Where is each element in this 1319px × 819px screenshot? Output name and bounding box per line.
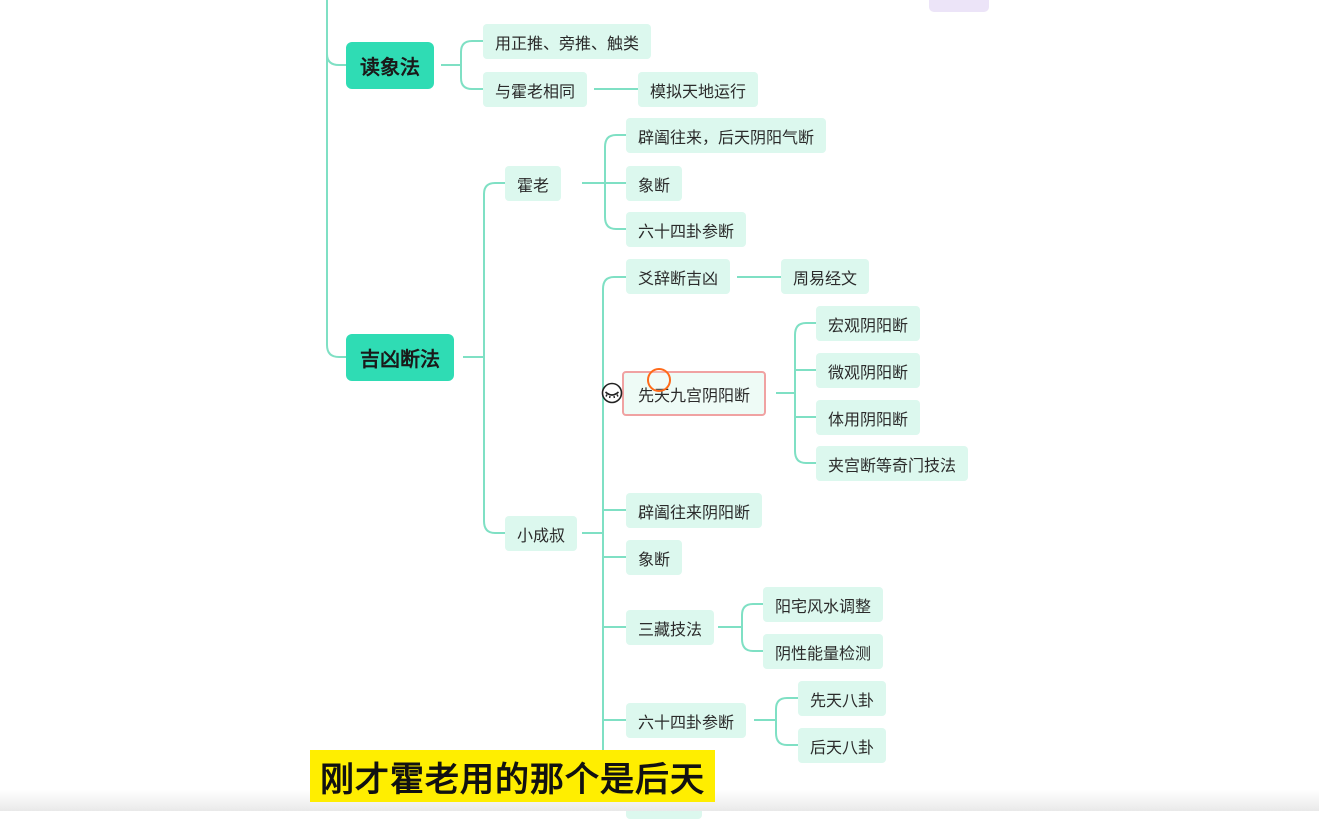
node-label: 后天八卦	[810, 737, 875, 757]
node-label: 三藏技法	[638, 619, 703, 639]
node-yinxing[interactable]: 阴性能量检测	[763, 634, 884, 669]
node-label: 爻辞断吉凶	[638, 268, 719, 288]
node-jixiong[interactable]: 吉凶断法	[346, 334, 454, 381]
top-tag[interactable]	[929, 0, 989, 12]
node-sancang[interactable]: 三藏技法	[626, 610, 715, 645]
node-hongguan[interactable]: 宏观阴阳断	[816, 306, 921, 341]
node-label: 小成叔	[517, 525, 566, 545]
node-jiagong[interactable]: 夹宫断等奇门技法	[816, 446, 969, 481]
node-label: 体用阴阳断	[828, 409, 909, 429]
node-label: 读象法	[360, 55, 420, 79]
node-huolao[interactable]: 霍老	[505, 166, 562, 201]
node-xiantianbagua[interactable]: 先天八卦	[798, 681, 887, 716]
node-houtianbagua[interactable]: 后天八卦	[798, 728, 887, 763]
node-pihe-yinyang[interactable]: 辟阖往来阴阳断	[626, 493, 763, 528]
node-label: 六十四卦参断	[638, 221, 735, 241]
node-label: 霍老	[517, 175, 550, 195]
node-yangzhai[interactable]: 阳宅风水调整	[763, 587, 884, 622]
node-label: 象断	[638, 549, 671, 569]
node-label: 宏观阴阳断	[828, 315, 909, 335]
node-label: 与霍老相同	[495, 81, 576, 101]
node-label: 六十四卦参断	[638, 712, 735, 732]
node-label: 微观阴阳断	[828, 362, 909, 382]
node-label: 用正推、旁推、触类	[495, 33, 640, 53]
node-label: 象断	[638, 175, 671, 195]
node-label: 周易经文	[793, 268, 858, 288]
node-weiguan[interactable]: 微观阴阳断	[816, 353, 921, 388]
node-tiyong[interactable]: 体用阴阳断	[816, 400, 921, 435]
node-xiangduan-2[interactable]: 象断	[626, 540, 683, 575]
node-liushisi-1[interactable]: 六十四卦参断	[626, 212, 747, 247]
node-label: 阳宅风水调整	[775, 596, 872, 616]
node-label: 吉凶断法	[360, 347, 440, 371]
node-label: 模拟天地运行	[650, 81, 747, 101]
node-xiangduan-1[interactable]: 象断	[626, 166, 683, 201]
node-zhengtui[interactable]: 用正推、旁推、触类	[483, 24, 652, 59]
node-label: 辟阖往来阴阳断	[638, 502, 751, 522]
subtitle-text: 刚才霍老用的那个是后天	[320, 759, 705, 800]
node-liushisi-2[interactable]: 六十四卦参断	[626, 703, 747, 738]
node-xiantian-jiugong-selected[interactable]: 先天九宫阴阳断	[622, 371, 767, 416]
node-zhouyi[interactable]: 周易经文	[781, 259, 870, 294]
eye-closed-icon[interactable]	[601, 382, 623, 404]
node-label: 先天九宫阴阳断	[638, 385, 751, 405]
cursor-ring-icon	[647, 368, 671, 392]
node-xiaochengshu[interactable]: 小成叔	[505, 516, 578, 551]
node-yaoci[interactable]: 爻辞断吉凶	[626, 259, 731, 294]
node-moni[interactable]: 模拟天地运行	[638, 72, 759, 107]
node-label: 阴性能量检测	[775, 643, 872, 663]
video-subtitle: 刚才霍老用的那个是后天	[310, 750, 715, 802]
node-label: 先天八卦	[810, 690, 875, 710]
node-label: 辟阖往来，后天阴阳气断	[638, 127, 815, 147]
node-yuhuolao[interactable]: 与霍老相同	[483, 72, 588, 107]
node-pihe-houtian[interactable]: 辟阖往来，后天阴阳气断	[626, 118, 827, 153]
node-label: 夹宫断等奇门技法	[828, 455, 957, 475]
node-duxiangfa[interactable]: 读象法	[346, 42, 434, 89]
